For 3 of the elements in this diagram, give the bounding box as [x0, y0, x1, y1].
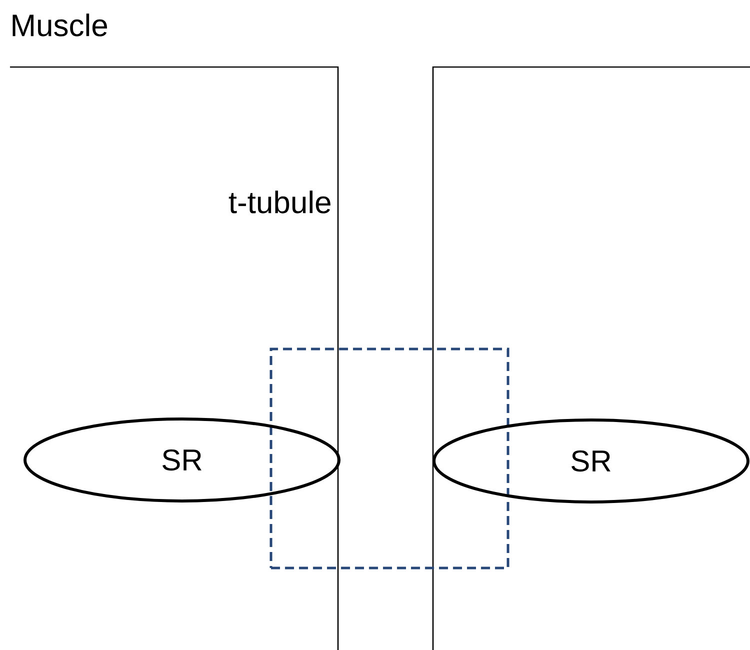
- dashed-box: [270, 348, 510, 570]
- label-text: t-tubule: [228, 190, 330, 214]
- label-text: Muscle: [12, 14, 108, 36]
